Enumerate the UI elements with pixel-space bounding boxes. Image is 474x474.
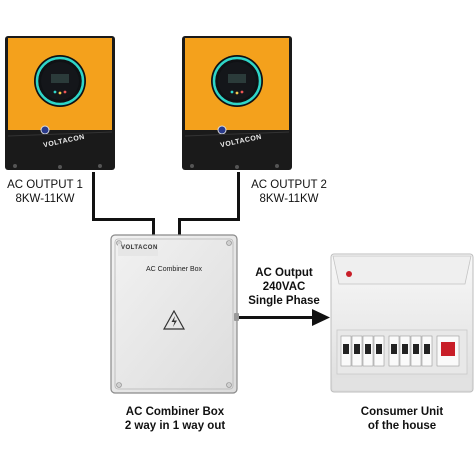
output-label-type: AC Output xyxy=(255,267,313,279)
inverter-1-output-name: AC OUTPUT 1 xyxy=(7,179,83,191)
combiner-caption-ways: 2 way in 1 way out xyxy=(124,420,226,432)
inverter-1-label: AC OUTPUT 1 8KW-11KW xyxy=(0,178,100,206)
consumer-unit-caption: Consumer Unit of the house xyxy=(340,405,464,433)
output-arrow-line xyxy=(235,316,315,319)
consumer-unit xyxy=(329,252,474,394)
output-label-phase: Single Phase xyxy=(248,295,320,307)
output-label-voltage: 240VAC xyxy=(262,281,306,293)
wire-inverter-1-into-box xyxy=(152,218,155,238)
inverter-1-body xyxy=(5,36,115,170)
output-arrow-head xyxy=(312,309,330,326)
inverter-2-power-range: 8KW-11KW xyxy=(259,193,319,205)
combiner-box-brand: VOLTACON xyxy=(121,245,158,251)
consumer-unit-body xyxy=(330,253,474,393)
output-label: AC Output 240VAC Single Phase xyxy=(246,266,322,308)
combiner-box-body xyxy=(110,234,238,394)
combiner-output-gland xyxy=(234,313,239,321)
wire-inverter-2-drop xyxy=(237,172,240,220)
inverter-2-label: AC OUTPUT 2 8KW-11KW xyxy=(234,178,344,206)
consumer-unit-caption-title: Consumer Unit xyxy=(360,406,444,418)
combiner-box: VOLTACON AC Combiner Box xyxy=(110,234,238,394)
high-voltage-warning-icon xyxy=(163,310,185,330)
wire-inverter-2-horizontal xyxy=(178,218,240,221)
wire-inverter-1-horizontal xyxy=(92,218,155,221)
wire-inverter-1-drop xyxy=(92,172,95,220)
inverter-2-body xyxy=(182,36,292,170)
inverter-1-power-range: 8KW-11KW xyxy=(15,193,75,205)
wire-inverter-2-into-box xyxy=(178,218,181,238)
inverter-2: VOLTACON xyxy=(182,36,292,170)
inverter-2-output-name: AC OUTPUT 2 xyxy=(251,179,327,191)
combiner-caption-title: AC Combiner Box xyxy=(125,406,225,418)
combiner-box-panel-label: AC Combiner Box xyxy=(145,266,203,273)
inverter-1: VOLTACON xyxy=(5,36,115,170)
consumer-unit-caption-location: of the house xyxy=(367,420,437,432)
combiner-caption: AC Combiner Box 2 way in 1 way out xyxy=(100,405,250,433)
